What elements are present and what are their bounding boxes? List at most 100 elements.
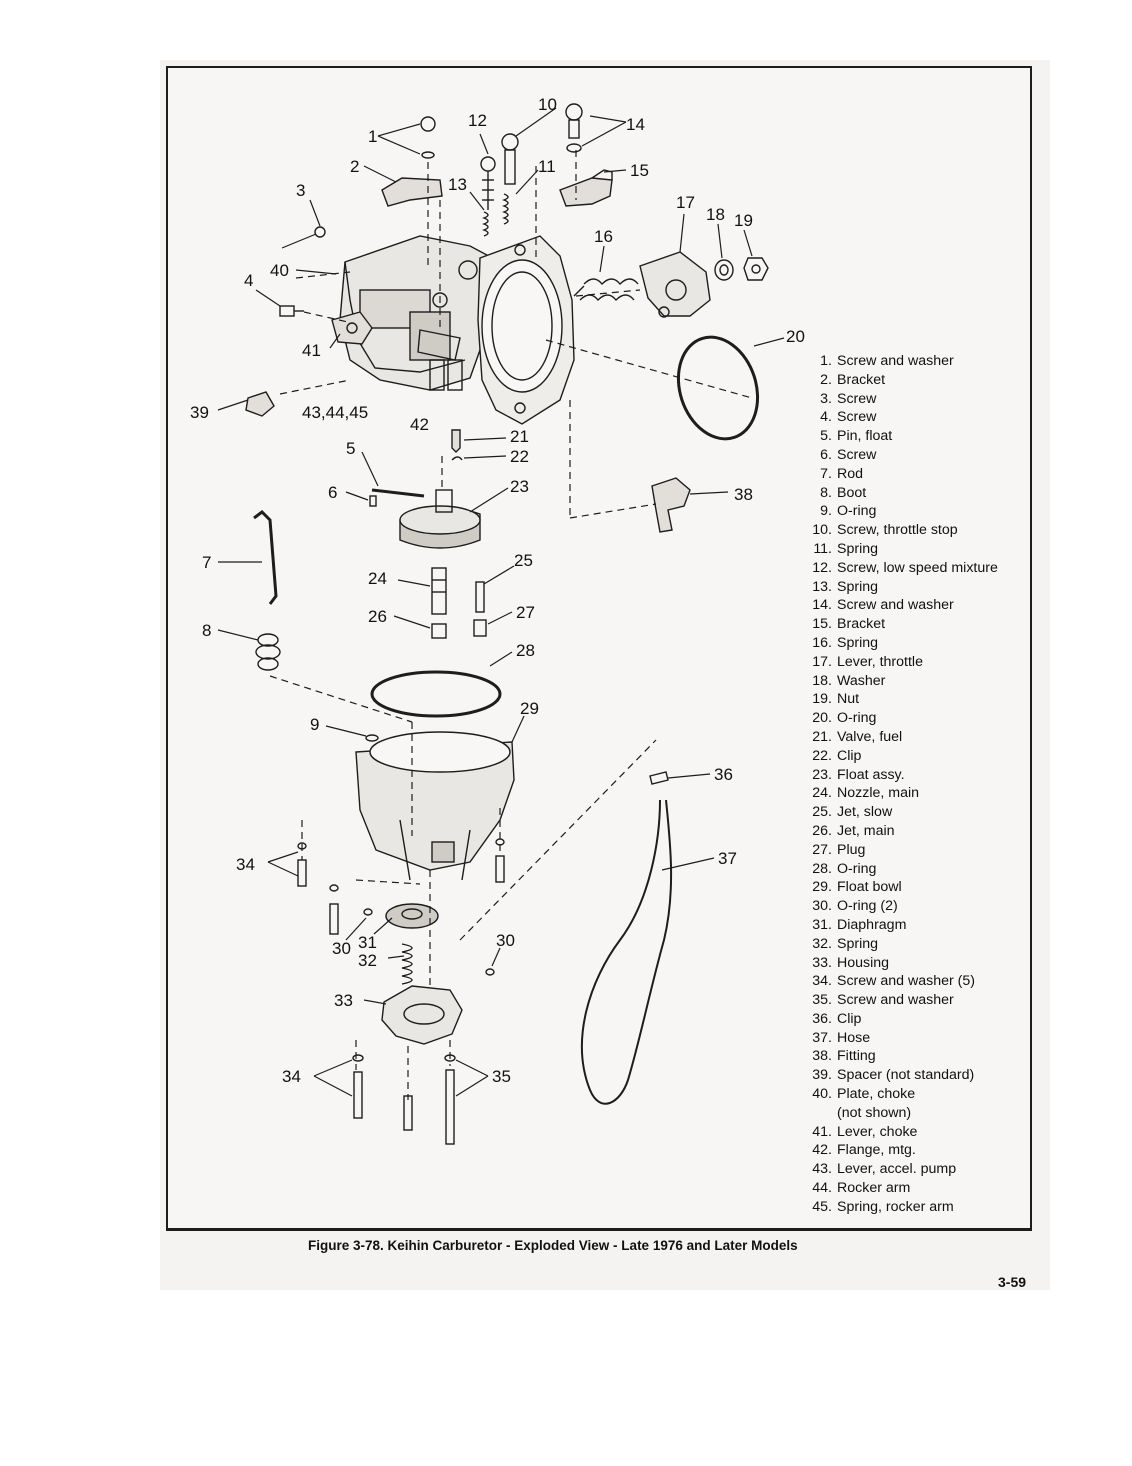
legend-item: 42.Flange, mtg.	[800, 1141, 998, 1160]
legend-item-number: 10.	[812, 522, 832, 539]
callout-39: 39	[190, 403, 209, 422]
callout-17: 17	[676, 193, 695, 212]
legend-item: 11.Spring	[800, 540, 998, 559]
callout-labels: 1 2 3 4 40 41 39 43,44,45 42 12 10 14 11…	[190, 95, 805, 1086]
legend-item-text: Boot	[837, 484, 867, 501]
legend-item: 24. Nozzle, main	[800, 784, 998, 803]
callout-12: 12	[468, 111, 487, 130]
screw-and-washer-14	[565, 103, 583, 153]
spacer	[245, 391, 275, 417]
legend-item: 38.Fitting	[800, 1047, 998, 1066]
legend-item-text: Float assy.	[837, 766, 905, 783]
legend-item: 27.Plug	[800, 841, 998, 860]
callout-19: 19	[734, 211, 753, 230]
legend-item-text: Spring	[837, 935, 879, 952]
legend-item-number: 6.	[820, 446, 832, 463]
legend-item: 43.Lever, accel. pump	[800, 1160, 998, 1179]
callout-38: 38	[734, 485, 753, 504]
legend-item-number: 39.	[812, 1067, 832, 1084]
callout-28: 28	[516, 641, 535, 660]
screw-and-washer-35	[444, 1054, 456, 1145]
legend-item-text: O-ring	[837, 860, 877, 877]
legend-item: 29. Float bowl	[800, 878, 998, 897]
throttle-lever	[639, 251, 711, 318]
legend-item: 37.Hose	[800, 1029, 998, 1048]
legend-item-number: 29.	[812, 879, 832, 896]
legend-item-text: Valve, fuel	[837, 728, 903, 745]
callout-4: 4	[244, 271, 253, 290]
legend-item-number: 24.	[812, 785, 832, 802]
legend-item-text: Housing	[837, 954, 890, 971]
callout-25: 25	[514, 551, 533, 570]
legend-item-text: Hose	[837, 1029, 871, 1046]
fitting	[651, 477, 691, 533]
legend-item-number: 2.	[820, 371, 832, 388]
legend-item-number: 23.	[812, 766, 832, 783]
legend-item-number: 35.	[812, 992, 832, 1009]
o-ring-30-left	[363, 908, 373, 916]
callout-30-left: 30	[332, 939, 351, 958]
legend-item-number: 33.	[812, 954, 832, 971]
float-assembly	[399, 489, 481, 549]
legend-item-number: 13.	[812, 578, 832, 595]
legend-item-text: Lever, throttle	[837, 653, 923, 670]
legend-item-text: (not shown)	[837, 1104, 912, 1121]
legend-item-number: 9.	[820, 503, 832, 520]
legend-item-text: Jet, slow	[837, 804, 893, 821]
legend-item: 41.Lever, choke	[800, 1123, 998, 1142]
housing	[381, 985, 463, 1045]
bracket-15	[559, 169, 613, 207]
callout-26: 26	[368, 607, 387, 626]
callout-27: 27	[516, 603, 535, 622]
legend-item-text: Spacer (not standard)	[837, 1067, 975, 1084]
o-ring-9	[365, 734, 379, 742]
legend-item-text: Screw, throttle stop	[837, 522, 958, 539]
callout-6: 6	[328, 483, 337, 502]
callout-35: 35	[492, 1067, 511, 1086]
legend-item-number: 36.	[812, 1010, 832, 1027]
legend-item-number: 11.	[813, 540, 832, 557]
leader-lines	[217, 107, 785, 1097]
legend-item-text: Float bowl	[837, 879, 902, 896]
screw-and-washer-34-upper	[297, 842, 339, 935]
page-number: 3-59	[998, 1274, 1027, 1290]
callout-34-upper: 34	[236, 855, 255, 874]
legend-item-number: 45.	[812, 1198, 832, 1215]
legend-item-number: 4.	[820, 409, 832, 426]
screw-6	[369, 495, 377, 507]
o-ring-28	[370, 670, 502, 718]
legend-item: 25.Jet, slow	[800, 803, 998, 822]
legend-item-text: O-ring	[837, 503, 877, 520]
legend-item: 26.Jet, main	[800, 822, 998, 841]
legend-item-text: Nozzle, main	[837, 785, 920, 802]
float-pin	[371, 488, 425, 498]
legend-item-text: Clip	[837, 747, 862, 764]
rod	[253, 510, 278, 605]
legend-item-number: 20.	[812, 710, 832, 727]
screw-3	[314, 226, 326, 238]
legend-item: (not shown)	[800, 1104, 998, 1123]
bracket-2	[381, 177, 443, 207]
legend-item: 21.Valve, fuel	[800, 728, 998, 747]
carburetor-body	[339, 235, 501, 391]
callout-31: 31	[358, 933, 377, 952]
callout-3: 3	[296, 181, 305, 200]
legend-item-text: Pin, float	[837, 428, 893, 445]
legend-item-text: Lever, accel. pump	[837, 1161, 957, 1178]
legend-item-number: 32.	[812, 935, 832, 952]
legend-item-number: 15.	[812, 616, 832, 633]
legend-item-number: 18.	[812, 672, 832, 689]
callout-36: 36	[714, 765, 733, 784]
spring-11	[502, 193, 509, 225]
clip-36	[649, 771, 669, 785]
plug	[473, 619, 487, 637]
legend-item: 20.O-ring	[800, 709, 998, 728]
callout-16: 16	[594, 227, 613, 246]
callout-34-lower: 34	[282, 1067, 301, 1086]
legend-item-number: 22.	[812, 747, 832, 764]
legend-item-text: Screw, low speed mixture	[837, 559, 998, 576]
legend-item-number	[800, 1104, 832, 1123]
legend-item: 40.Plate, choke	[800, 1085, 998, 1104]
legend-item: 33. Housing	[800, 954, 998, 973]
